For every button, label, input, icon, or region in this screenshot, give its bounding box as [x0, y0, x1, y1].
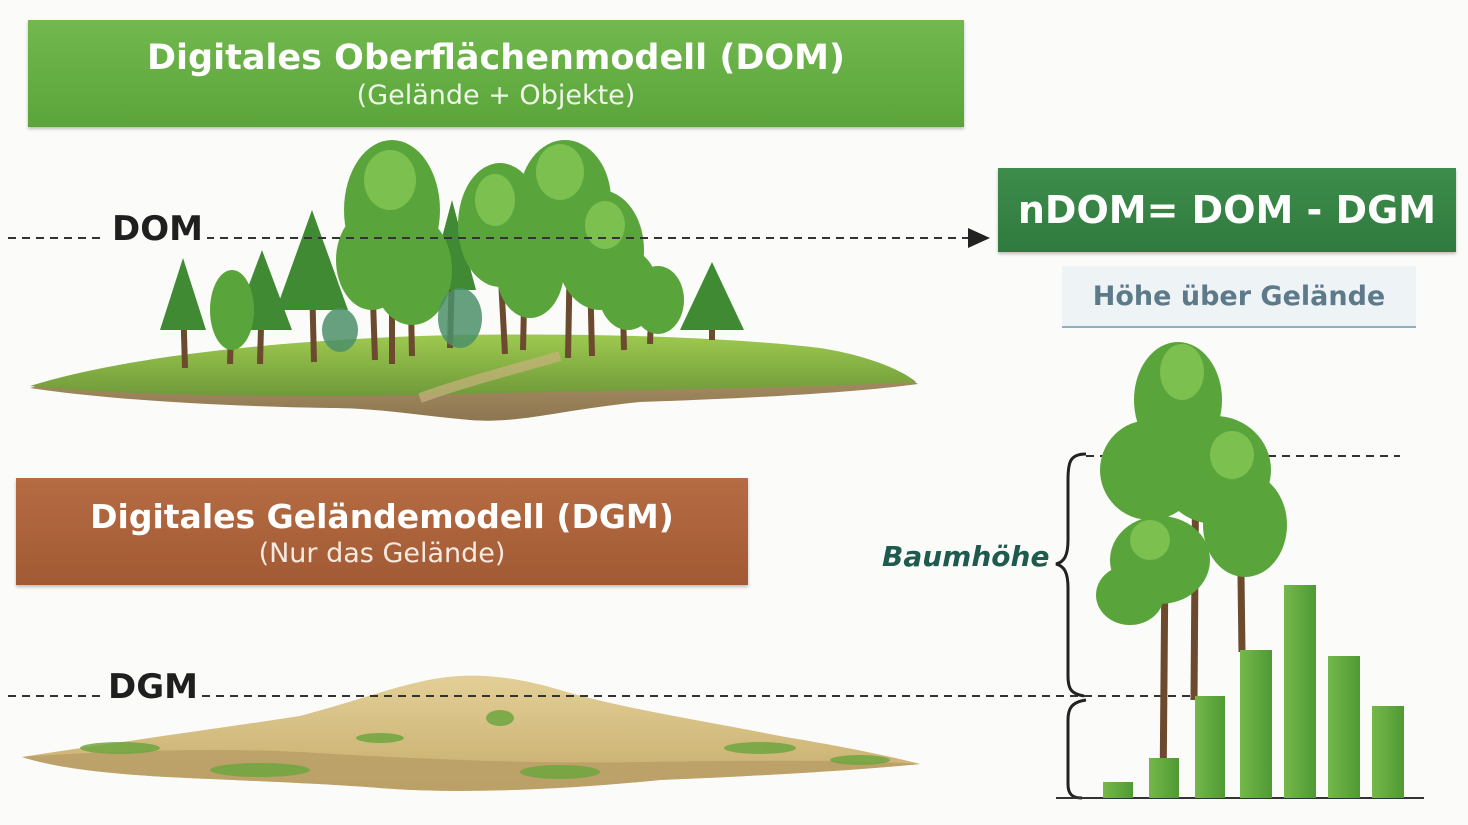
bar-5 — [1284, 585, 1316, 798]
terrain-hill-illustration — [22, 675, 920, 791]
ground-brace — [1066, 698, 1087, 800]
hoehe-ueber-gelaende-label: Höhe über Gelände — [1062, 266, 1416, 328]
dgm-banner: Digitales Geländemodell (DGM) (Nur das G… — [16, 478, 748, 585]
bar-6 — [1328, 656, 1360, 798]
bar-7 — [1372, 706, 1404, 798]
dgm-banner-subtitle: (Nur das Gelände) — [258, 538, 506, 569]
dom-level-label: DOM — [108, 209, 207, 249]
tall-tree-illustration — [1096, 342, 1287, 797]
dgm-level-label: DGM — [104, 667, 202, 707]
dgm-banner-title: Digitales Geländemodell (DGM) — [90, 497, 674, 536]
bar-3 — [1195, 696, 1225, 798]
bar-2 — [1149, 758, 1179, 798]
tree-height-brace — [1055, 452, 1087, 698]
bar-4 — [1240, 650, 1272, 798]
arrow-right-icon — [968, 228, 990, 248]
forest-island-illustration — [30, 140, 918, 421]
bar-1 — [1103, 782, 1133, 798]
dom-banner-subtitle: (Gelände + Objekte) — [356, 80, 636, 111]
baumhoehe-label: Baumhöhe — [882, 540, 1050, 573]
ndom-formula: nDOM= DOM - DGM — [998, 168, 1456, 252]
dom-banner-title: Digitales Oberflächenmodell (DOM) — [146, 38, 845, 78]
dom-banner: Digitales Oberflächenmodell (DOM) (Gelän… — [28, 20, 964, 127]
bar-histogram — [1103, 585, 1404, 798]
